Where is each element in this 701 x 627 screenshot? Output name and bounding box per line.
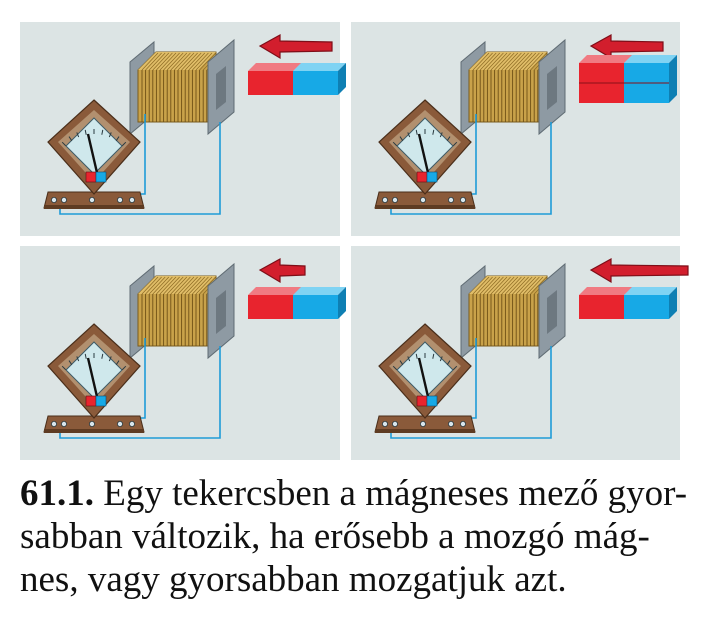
magnet-top-south: [293, 63, 346, 71]
figure-caption: 61.1. Egy tekercsben a mágneses mező gyo…: [20, 472, 688, 601]
panel-top-right: [351, 22, 680, 236]
magnet-north-pole: [248, 295, 293, 319]
meter-magnet-south: [427, 396, 437, 406]
meter-magnet-south: [96, 396, 106, 406]
meter-base-edge: [375, 429, 475, 433]
meter-terminal: [129, 197, 134, 202]
magnet-top-south: [624, 287, 677, 295]
meter-terminal: [392, 197, 397, 202]
meter-terminal: [420, 421, 425, 426]
magnet-north-pole: [579, 295, 624, 319]
meter-terminal: [420, 197, 425, 202]
meter-base-edge: [44, 429, 144, 433]
meter-terminal: [392, 421, 397, 426]
magnet-south-pole: [293, 295, 338, 319]
meter-base-edge: [44, 205, 144, 209]
meter-terminal: [61, 421, 66, 426]
caption-number: 61.1.: [20, 473, 94, 514]
meter-magnet-south: [427, 172, 437, 182]
meter-terminal: [382, 421, 387, 426]
meter-terminal: [448, 421, 453, 426]
meter-terminal: [51, 421, 56, 426]
induction-figure: [0, 0, 701, 460]
panel-bottom-right: [351, 246, 688, 460]
magnet-top-south: [624, 55, 677, 63]
magnet-top-south: [293, 287, 346, 295]
meter-terminal: [89, 197, 94, 202]
meter-terminal: [460, 197, 465, 202]
caption-text: Egy tekercsben a mágneses mező gyor- sab…: [20, 473, 687, 600]
meter-magnet-north: [417, 396, 427, 406]
magnet-north-pole: [248, 71, 293, 95]
meter-terminal: [117, 421, 122, 426]
magnet-south-pole: [624, 295, 669, 319]
meter-terminal: [448, 197, 453, 202]
bar-magnet: [248, 63, 346, 95]
meter-base-edge: [375, 205, 475, 209]
meter-magnet-south: [96, 172, 106, 182]
meter-terminal: [51, 197, 56, 202]
bar-magnet: [579, 287, 677, 319]
meter-terminal: [61, 197, 66, 202]
meter-magnet-north: [86, 396, 96, 406]
meter-terminal: [460, 421, 465, 426]
meter-terminal: [89, 421, 94, 426]
bar-magnet: [248, 287, 346, 319]
magnet-side: [669, 55, 677, 103]
panel-top-left: [20, 22, 346, 236]
meter-magnet-north: [86, 172, 96, 182]
panel-bottom-left: [20, 246, 346, 460]
meter-terminal: [382, 197, 387, 202]
meter-terminal: [129, 421, 134, 426]
meter-terminal: [117, 197, 122, 202]
meter-magnet-north: [417, 172, 427, 182]
bar-magnet: [579, 55, 677, 103]
magnet-south-pole: [293, 71, 338, 95]
